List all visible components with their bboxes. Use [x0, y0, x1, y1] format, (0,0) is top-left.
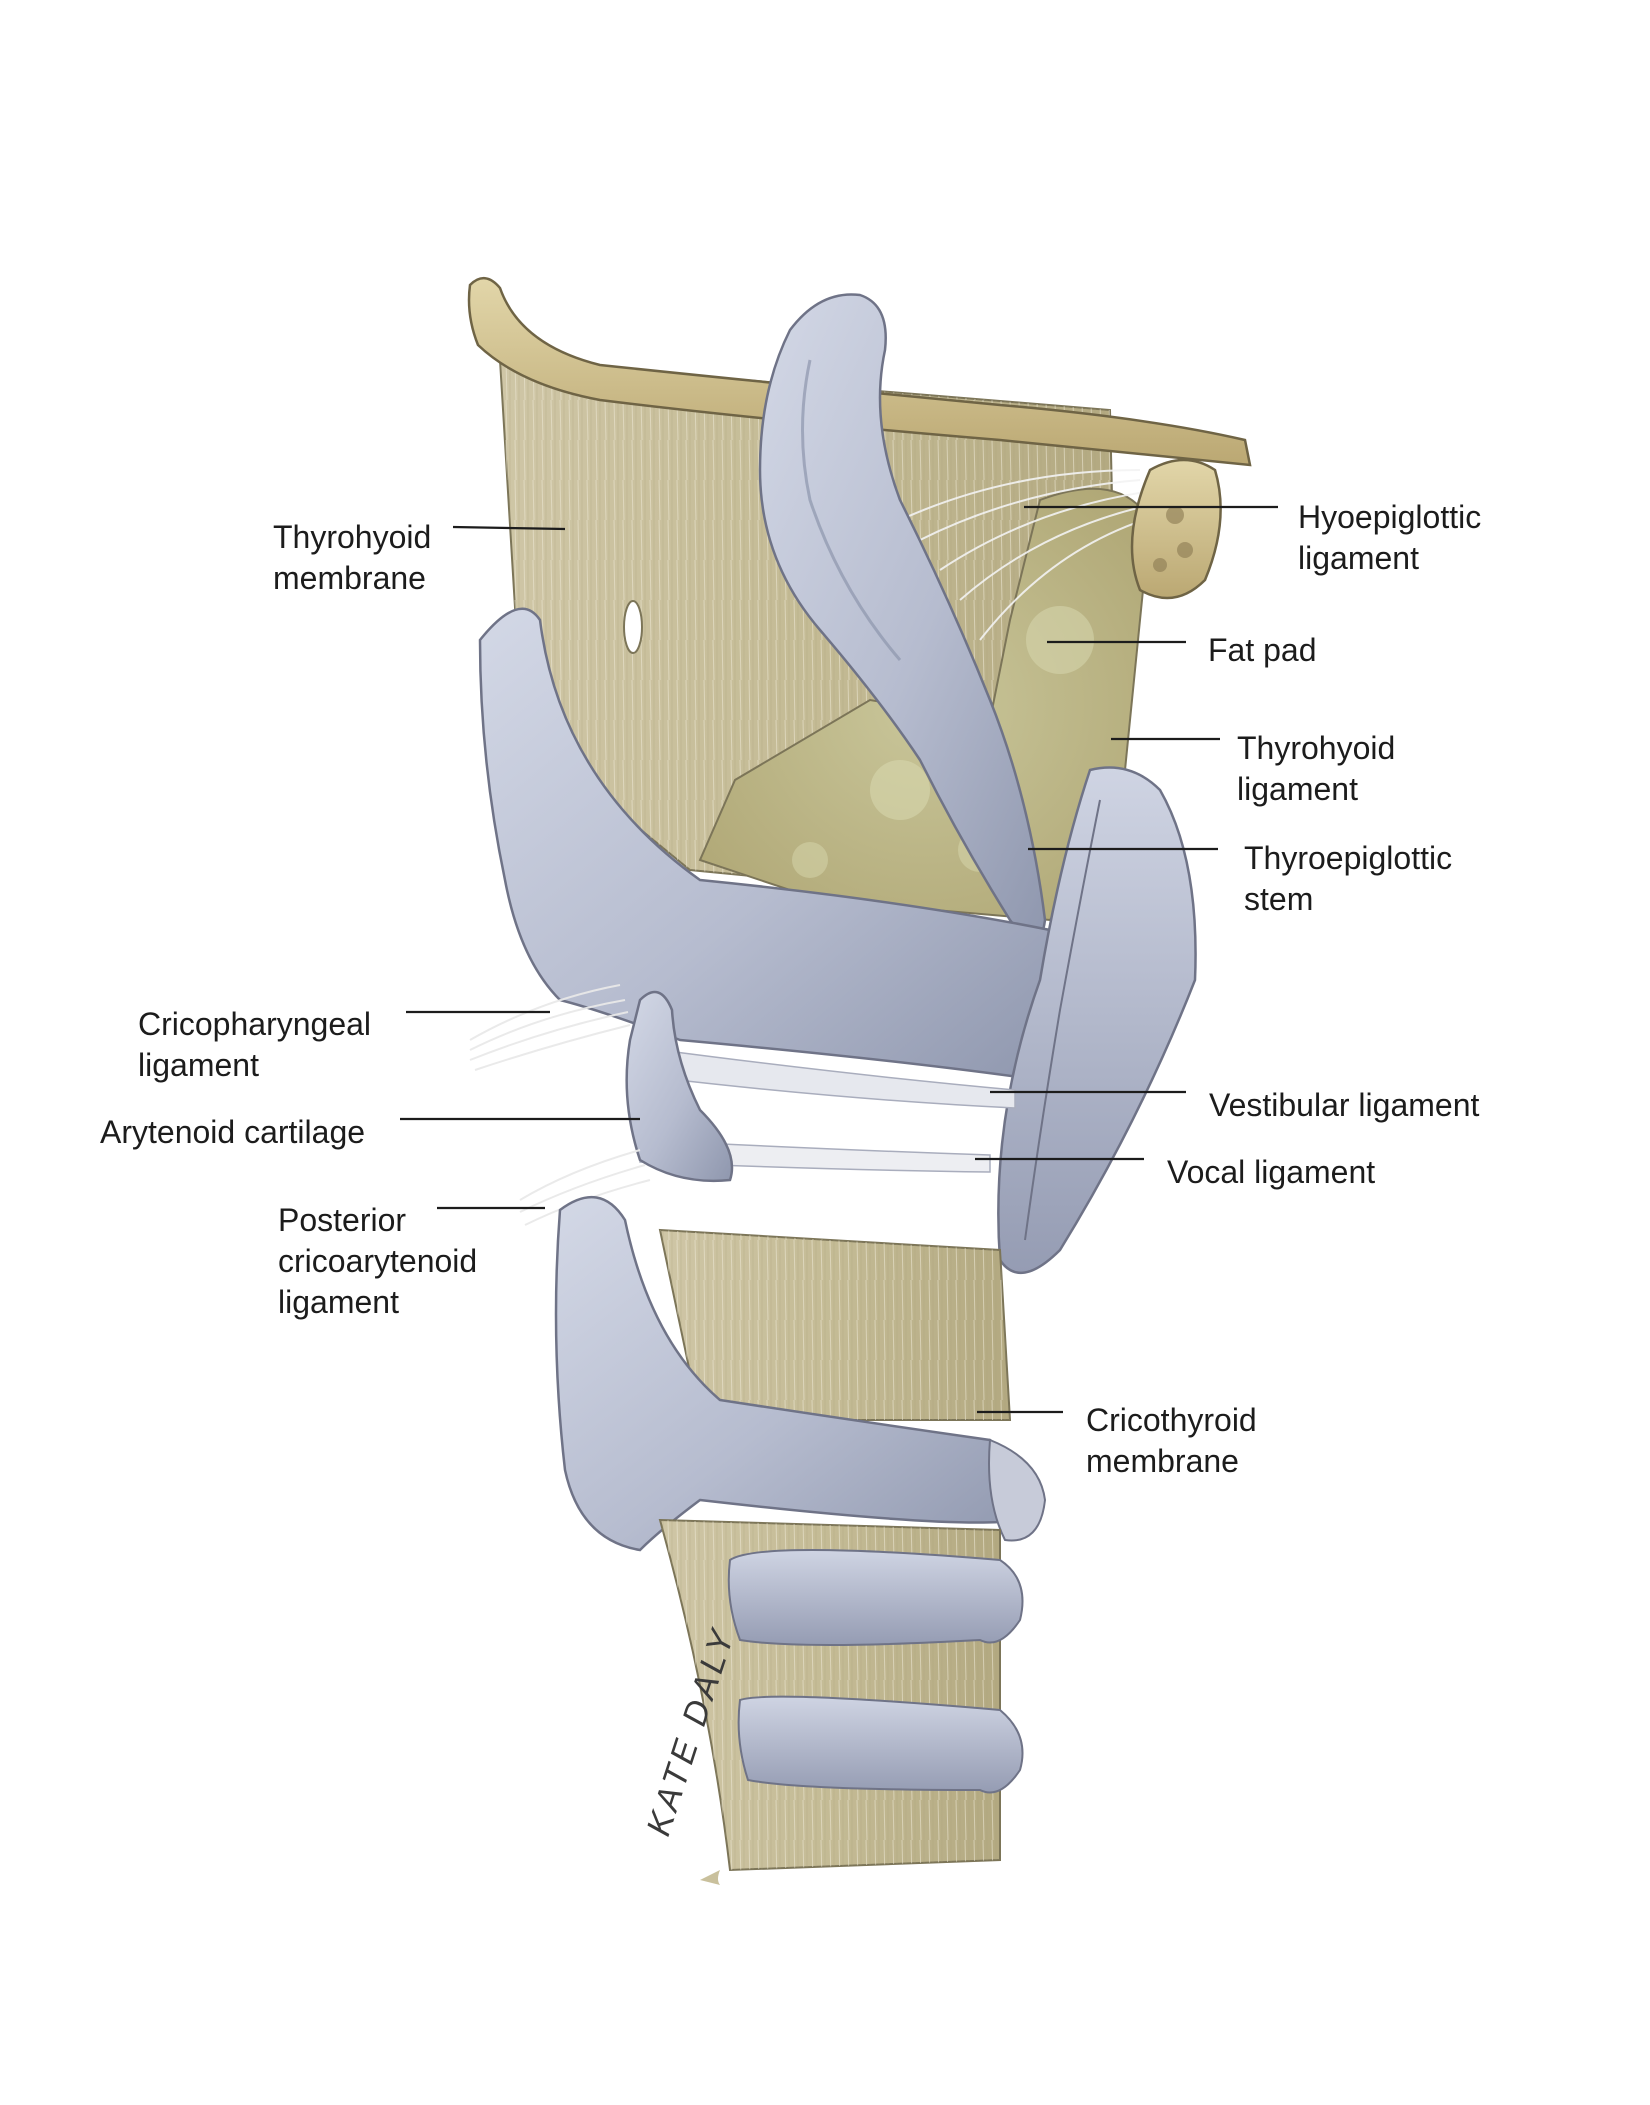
hyoid-bone-shape — [467, 277, 1252, 600]
label-arytenoid-cartilage: Arytenoid cartilage — [100, 1112, 365, 1153]
label-line: Hyoepiglottic — [1298, 499, 1482, 535]
arytenoid-cartilage-shape — [625, 990, 734, 1183]
label-line: Posterior — [278, 1202, 407, 1238]
hyoepiglottic-ligament-shape — [899, 469, 1151, 641]
label-line: Arytenoid cartilage — [100, 1114, 366, 1150]
cricopharyngeal-ligament-shape — [469, 984, 631, 1071]
label-line: ligament — [1298, 540, 1419, 576]
vestibular-ligament-shape — [659, 1049, 1016, 1109]
label-fat-pad: Fat pad — [1208, 630, 1317, 671]
epiglottis-shape — [758, 293, 1047, 942]
label-line: Cricopharyngeal — [138, 1006, 372, 1042]
label-thyrohyoid-ligament: Thyrohyoid ligament — [1237, 728, 1395, 810]
label-line: membrane — [1086, 1443, 1239, 1479]
label-line: ligament — [1237, 771, 1358, 807]
label-cricothyroid-membrane: Cricothyroid membrane — [1086, 1400, 1257, 1482]
trachea-shape — [658, 1518, 1024, 1885]
label-line: Cricothyroid — [1086, 1402, 1257, 1438]
label-vocal-ligament: Vocal ligament — [1167, 1152, 1375, 1193]
thyroid-lamina-right-shape — [997, 766, 1197, 1275]
label-line: Thyrohyoid — [273, 519, 432, 555]
label-line: membrane — [273, 560, 426, 596]
label-cricopharyngeal-ligament: Cricopharyngeal ligament — [138, 1004, 371, 1086]
foramen-opening — [623, 600, 643, 654]
label-line: Fat pad — [1208, 632, 1317, 668]
label-line: Thyrohyoid — [1237, 730, 1396, 766]
label-line: stem — [1244, 881, 1314, 917]
label-line: ligament — [138, 1047, 259, 1083]
cricoid-cartilage-shape — [554, 1195, 1047, 1552]
cricothyroid-membrane-shape — [658, 1228, 1012, 1421]
label-hyoepiglottic-ligament: Hyoepiglottic ligament — [1298, 497, 1481, 579]
label-vestibular-ligament: Vestibular ligament — [1209, 1085, 1479, 1126]
label-thyrohyoid-membrane: Thyrohyoid membrane — [273, 517, 431, 599]
label-line: cricoarytenoid — [278, 1243, 478, 1279]
label-line: Vocal ligament — [1167, 1154, 1376, 1190]
leader-lines — [400, 505, 1278, 1414]
label-line: ligament — [278, 1284, 399, 1320]
label-line: Vestibular ligament — [1209, 1087, 1480, 1123]
label-thyroepiglottic-stem: Thyroepiglottic stem — [1244, 838, 1452, 920]
label-line: Thyroepiglottic — [1244, 840, 1453, 876]
label-posterior-cricoarytenoid-ligament: Posterior cricoarytenoid ligament — [278, 1200, 477, 1323]
leader-line-thyrohyoid-membrane — [452, 525, 566, 531]
